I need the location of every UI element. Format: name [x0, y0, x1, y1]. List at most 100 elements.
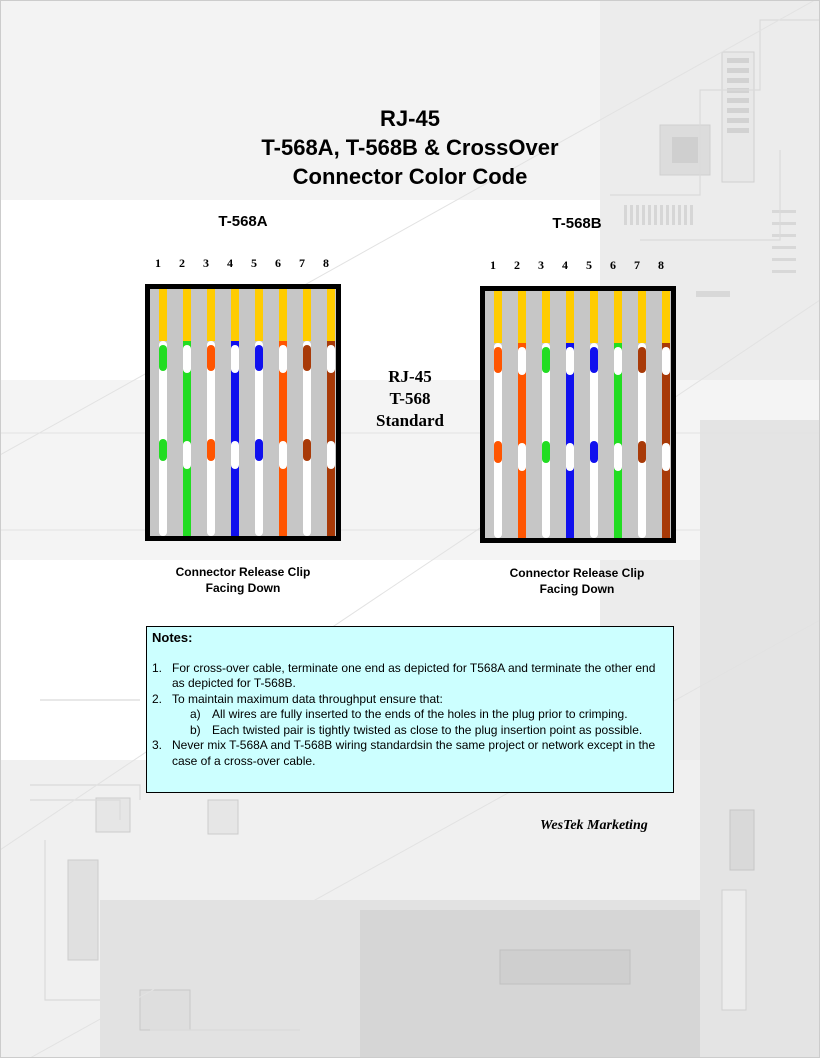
title-line-1: RJ-45 [380, 106, 440, 131]
wire-solid [327, 341, 335, 536]
t568b-wires [494, 291, 670, 538]
wire-pin-8 [662, 291, 670, 538]
wire-solid [183, 341, 191, 536]
t568a-label: T-568A [218, 213, 268, 230]
note-text: For cross-over cable, terminate one end … [172, 660, 656, 691]
pin-number: 5 [586, 258, 592, 272]
gold-contact [159, 289, 167, 341]
caption-line-1: Connector Release Clip [509, 566, 645, 580]
note-item: 2. To maintain maximum data throughput e… [152, 692, 668, 708]
wire-stripe [255, 439, 263, 461]
t568b-label: T-568B [552, 215, 602, 232]
wire-stripe [159, 345, 167, 371]
wire-white [494, 343, 502, 538]
wire-stripe [542, 347, 550, 373]
t568a-caption: Connector Release Clip Facing Down [133, 564, 353, 596]
wire-pin-2 [183, 289, 191, 536]
note-text: To maintain maximum data throughput ensu… [172, 691, 443, 706]
rj45-standard-label: RJ-45 T-568 Standard [360, 366, 460, 432]
wire-twist [279, 345, 287, 373]
notes-heading: Notes: [152, 630, 193, 645]
wire-stripe [255, 345, 263, 371]
wire-pin-4 [231, 289, 239, 536]
wire-solid [231, 341, 239, 536]
wire-pin-5 [590, 291, 598, 538]
wire-pin-6 [614, 291, 622, 538]
pin-number: 8 [658, 258, 664, 272]
caption-line-2: Facing Down [205, 581, 281, 595]
note-number: 3. [152, 738, 163, 752]
pin-number: 8 [323, 256, 329, 270]
wire-twist [566, 443, 574, 471]
title-line-3: Connector Color Code [292, 164, 528, 189]
title-line-2: T-568A, T-568B & CrossOver [261, 135, 559, 160]
pin-number: 2 [179, 256, 185, 270]
pin-number: 5 [251, 256, 257, 270]
center-label-line-2: T-568 [389, 389, 431, 408]
gold-contact [303, 289, 311, 341]
note-subitem: a) All wires are fully inserted to the e… [152, 707, 668, 723]
t568a-wires [159, 289, 335, 536]
wire-stripe [638, 441, 646, 463]
wire-twist [614, 443, 622, 471]
gold-contact [494, 291, 502, 343]
t568b-connector [480, 286, 676, 543]
wire-pin-1 [494, 291, 502, 538]
wire-twist [279, 441, 287, 469]
wire-twist [327, 441, 335, 469]
pin-number: 4 [562, 258, 568, 272]
pin-number: 3 [538, 258, 544, 272]
wire-solid [279, 341, 287, 536]
wire-white [255, 341, 263, 536]
gold-contact [566, 291, 574, 343]
wire-stripe [303, 439, 311, 461]
wire-solid [662, 343, 670, 538]
wire-pin-5 [255, 289, 263, 536]
wire-twist [518, 347, 526, 375]
wire-twist [614, 347, 622, 375]
wire-white [590, 343, 598, 538]
wire-solid [566, 343, 574, 538]
wire-pin-7 [638, 291, 646, 538]
wire-white [207, 341, 215, 536]
caption-line-2: Facing Down [539, 582, 615, 596]
pin-number: 1 [490, 258, 496, 272]
wire-twist [183, 441, 191, 469]
wire-pin-3 [207, 289, 215, 536]
wire-pin-2 [518, 291, 526, 538]
wire-twist [662, 443, 670, 471]
wire-white [159, 341, 167, 536]
wire-stripe [542, 441, 550, 463]
pin-number: 1 [155, 256, 161, 270]
signature: WesTek Marketing [540, 818, 648, 833]
note-item: 3. Never mix T-568A and T-568B wiring st… [152, 738, 668, 769]
gold-contact [255, 289, 263, 341]
pin-number: 7 [299, 256, 305, 270]
note-text: Each twisted pair is tightly twisted as … [212, 722, 643, 737]
pin-number: 6 [610, 258, 616, 272]
caption-line-1: Connector Release Clip [175, 565, 311, 579]
wire-pin-1 [159, 289, 167, 536]
wire-pin-8 [327, 289, 335, 536]
note-subitem: b) Each twisted pair is tightly twisted … [152, 723, 668, 739]
gold-contact [662, 291, 670, 343]
t568a-connector [145, 284, 341, 541]
gold-contact [207, 289, 215, 341]
gold-contact [542, 291, 550, 343]
pin-number: 6 [275, 256, 281, 270]
gold-contact [638, 291, 646, 343]
gold-contact [231, 289, 239, 341]
wire-stripe [159, 439, 167, 461]
page-title: RJ-45 T-568A, T-568B & CrossOver Connect… [0, 104, 820, 191]
wire-pin-6 [279, 289, 287, 536]
note-text: Never mix T-568A and T-568B wiring stand… [172, 738, 656, 768]
pin-number: 2 [514, 258, 520, 272]
wire-pin-3 [542, 291, 550, 538]
wire-stripe [207, 345, 215, 371]
wire-stripe [303, 345, 311, 371]
wire-twist [566, 347, 574, 375]
note-number: 2. [152, 691, 163, 706]
note-item: 1. For cross-over cable, terminate one e… [152, 661, 668, 692]
gold-contact [327, 289, 335, 341]
